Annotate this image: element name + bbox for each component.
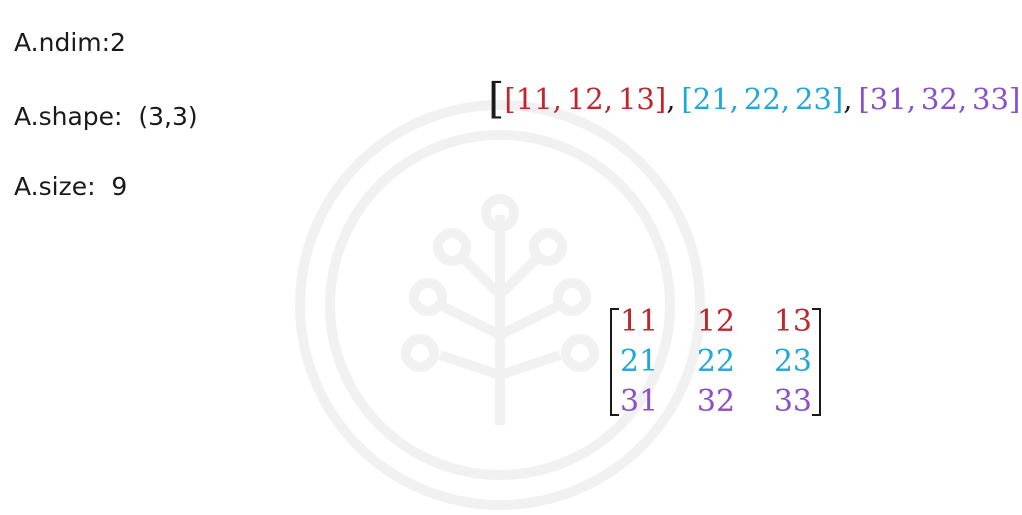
row-separator-1: , <box>666 82 676 116</box>
matrix-cell-r2-c2: 22 <box>696 344 736 379</box>
row-2-open-bracket: [ <box>681 82 693 116</box>
size-label: A.size: 9 <box>14 172 128 201</box>
matrix-display: 11 12 13 21 22 23 31 32 33 <box>606 302 826 422</box>
matrix-cell-r3-c3: 33 <box>773 384 812 419</box>
matrix-cell-r2-c3: 23 <box>773 344 812 379</box>
row-1-comma-2: , <box>603 82 613 116</box>
row-1-close-bracket: ] <box>654 82 667 116</box>
row-3-group: [31,32,33] <box>858 74 1020 124</box>
row-2-value-2: 22 <box>743 82 781 116</box>
matrix-cell-r3-c1: 31 <box>620 384 659 419</box>
shape-label: A.shape: (3,3) <box>14 102 198 131</box>
matrix-cell-r3-c2: 32 <box>696 384 736 419</box>
row-3-close-bracket: ] <box>1008 82 1021 116</box>
row-3-open-bracket: [ <box>858 82 870 116</box>
row-3-value-2: 32 <box>920 82 958 116</box>
nested-list-expression: [[11,12,13],[21,22,23],[31,32,33]] <box>488 74 1022 124</box>
matrix-cell-r1-c1: 11 <box>620 304 659 339</box>
matrix-right-bracket <box>812 308 821 416</box>
row-3-value-3: 33 <box>972 82 1009 116</box>
row-separator-2: , <box>843 82 853 116</box>
row-2-comma-2: , <box>780 82 790 116</box>
ndim-label: A.ndim:2 <box>14 28 126 57</box>
slide: A.ndim:2 A.shape: (3,3) A.size: 9 [[11,1… <box>14 28 1022 510</box>
matrix-cell-r1-c2: 12 <box>696 304 736 339</box>
row-2-group: [21,22,23] <box>681 74 843 124</box>
row-2-value-1: 21 <box>692 82 730 116</box>
row-3-comma-2: , <box>957 82 968 116</box>
row-3-value-1: 31 <box>869 82 907 116</box>
row-2-close-bracket: ] <box>831 82 844 116</box>
matrix-cell-r1-c3: 13 <box>773 304 812 339</box>
row-2-value-3: 23 <box>795 82 832 116</box>
row-3-comma-1: , <box>906 82 916 116</box>
row-1-value-1: 11 <box>515 82 553 116</box>
matrix-left-bracket <box>610 308 619 416</box>
outer-open-bracket: [ <box>488 74 505 123</box>
row-2-comma-1: , <box>729 82 739 116</box>
row-1-value-3: 13 <box>617 82 655 116</box>
row-1-value-2: 12 <box>566 82 604 116</box>
matrix-cell-r2-c1: 21 <box>620 344 659 379</box>
row-1-comma-1: , <box>552 82 562 116</box>
row-1-group: [11,12,13] <box>504 74 666 124</box>
outer-close-bracket: ] <box>1020 74 1022 124</box>
row-1-open-bracket: [ <box>504 82 516 116</box>
